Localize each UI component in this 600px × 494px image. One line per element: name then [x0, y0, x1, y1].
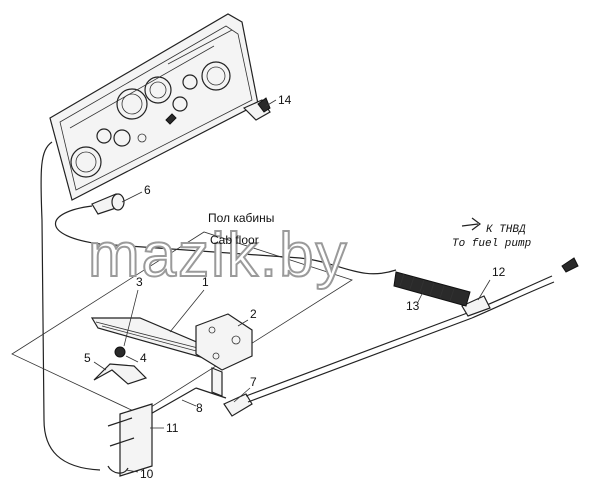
callout-14: 13 — [406, 299, 420, 313]
callout-4: 4 — [140, 351, 147, 365]
pump-arrow — [461, 217, 481, 231]
return-spring — [393, 271, 471, 307]
label-cab-floor-en: Cab floor — [210, 233, 259, 247]
callout-1: 1 — [202, 275, 209, 289]
switch-8 — [242, 97, 271, 121]
callout-12: 10 — [140, 467, 154, 481]
pedal-bracket — [195, 313, 253, 397]
label-cab-floor-ru: Пол кабины — [208, 211, 274, 225]
switch-7 — [91, 193, 125, 215]
label-pump-ru: К ТНВД — [486, 224, 526, 236]
label-pump-en: To fuel pump — [452, 238, 531, 250]
callout-5: 5 — [84, 351, 91, 365]
callout-6: 12 — [492, 265, 506, 279]
watermark: mazik.by — [88, 221, 349, 290]
accelerator-pedal — [90, 317, 207, 359]
pedal-stop — [93, 346, 148, 385]
instrument-panel — [49, 13, 259, 201]
callouts: 14 6 3 1 2 5 4 13 12 7 8 11 10 — [84, 93, 506, 481]
callout-8: 14 — [278, 93, 292, 107]
lower-lever — [107, 387, 227, 477]
callout-11: 8 — [196, 401, 203, 415]
cable-to-switch — [40, 141, 101, 471]
callout-3: 3 — [136, 275, 143, 289]
callout-2: 2 — [250, 307, 257, 321]
callout-13: 11 — [166, 421, 179, 435]
callout-7: 6 — [144, 183, 151, 197]
cab-floor-outline — [11, 231, 353, 415]
callout-10: 7 — [250, 375, 257, 389]
pump-rod — [223, 257, 579, 417]
